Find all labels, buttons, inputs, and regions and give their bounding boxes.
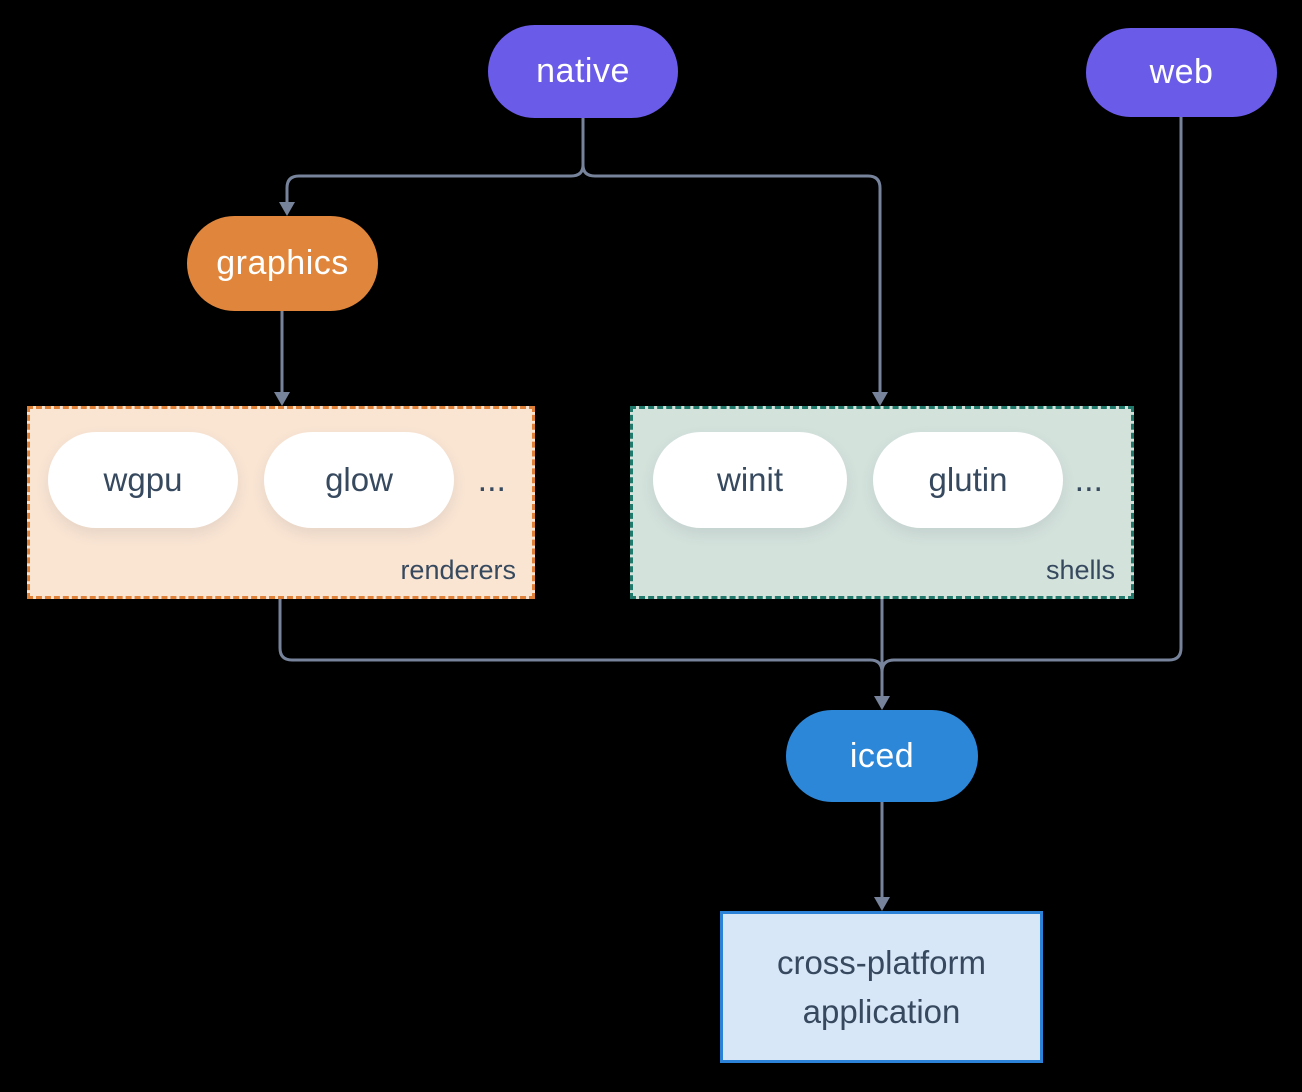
node-winit-label: winit	[716, 461, 784, 498]
shells-ellipsis: ...	[1074, 461, 1103, 499]
node-iced-label: iced	[849, 736, 915, 775]
renderers-group-label: renderers	[400, 555, 516, 585]
node-web: web	[1086, 28, 1277, 117]
node-application: cross-platform application	[720, 911, 1043, 1063]
node-web-label: web	[1149, 53, 1214, 91]
node-glutin-label: glutin	[928, 461, 1008, 498]
node-graphics: graphics	[187, 216, 378, 311]
renderers-ellipsis: ...	[477, 461, 506, 499]
node-application-label: cross-platform application	[776, 943, 987, 1031]
node-graphics-label: graphics	[216, 244, 349, 282]
node-iced: iced	[786, 710, 978, 802]
group-shells: winit glutin ... shells	[630, 406, 1134, 599]
group-renderers: wgpu glow ... renderers	[27, 406, 535, 599]
node-glow-label: glow	[325, 461, 393, 498]
arrowhead-to-renderers	[274, 392, 290, 406]
arrowhead-to-application	[874, 897, 890, 911]
node-wgpu: wgpu	[48, 432, 238, 528]
shells-group-label: shells	[1045, 555, 1115, 585]
arrowhead-to-shells	[872, 392, 888, 406]
node-wgpu-label: wgpu	[103, 461, 183, 498]
node-native-label: native	[536, 52, 630, 90]
node-glow: glow	[264, 432, 454, 528]
arrowhead-to-iced	[874, 696, 890, 710]
node-glutin: glutin	[873, 432, 1063, 528]
node-winit: winit	[653, 432, 847, 528]
arrowhead-to-graphics	[279, 202, 295, 216]
edge-renderers-merge	[278, 597, 884, 674]
node-native: native	[488, 25, 678, 118]
